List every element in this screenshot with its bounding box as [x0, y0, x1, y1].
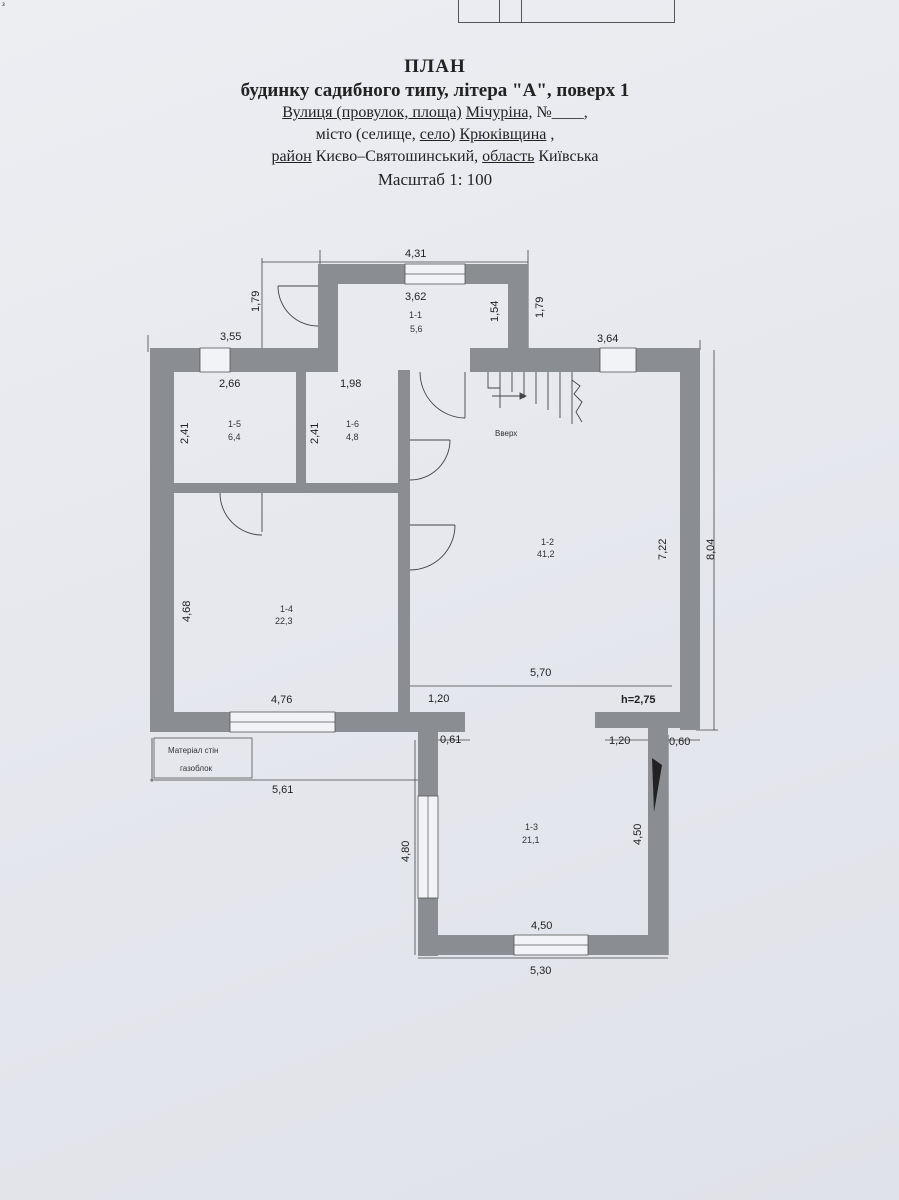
room-1-3-area: 21,1	[522, 835, 540, 845]
dim-offset-left: 0,61	[440, 734, 461, 746]
dim-hall-height: 7,22	[657, 539, 669, 560]
plan-subtitle: будинку садибного типу, літера "А", пове…	[240, 80, 630, 101]
dim-porch-top-outer: 4,31	[405, 248, 426, 260]
room-1-6-area: 4,8	[346, 432, 359, 442]
dim-gap-left: 1,20	[428, 693, 449, 705]
dim-room6-height: 2,41	[309, 423, 321, 444]
room-1-1-area: 5,6	[410, 324, 423, 334]
dim-room3-outer-width: 5,30	[530, 965, 551, 977]
district-label: район	[271, 148, 312, 165]
room-1-1-id: 1-1	[409, 310, 422, 320]
room-1-2-area: 41,2	[537, 549, 555, 559]
district-line: район Києво–Святошинський, область Київс…	[150, 146, 720, 168]
walls	[150, 264, 700, 956]
city-label-village: село)	[419, 126, 456, 143]
dim-hall-width: 5,70	[530, 667, 551, 679]
street-label: Вулиця (провулок, площа)	[282, 104, 462, 121]
dim-room3-inner-width: 4,50	[531, 920, 552, 932]
entry-marker	[652, 758, 662, 812]
legend-line-1: Матеріал стін	[168, 746, 218, 755]
city-line: місто (селище, село) Крюківщина ,	[315, 126, 555, 143]
title-block-corner	[458, 0, 675, 23]
dimension-labels: 4,31 3,62 1,79 1,79 1,54 3,55 3,64 2,66 …	[179, 248, 717, 977]
street-line: Вулиця (провулок, площа) Мічуріна, №____…	[282, 104, 588, 121]
dim-bottom-left-total: 5,61	[272, 784, 293, 796]
dim-left-top: 3,55	[220, 331, 241, 343]
dim-offset-right-b: 0,60	[669, 736, 690, 748]
room-1-4-area: 22,3	[275, 616, 293, 626]
window-glazing	[230, 273, 588, 946]
dim-room5-height: 2,41	[179, 423, 191, 444]
dim-porch-left-height: 1,79	[250, 291, 262, 312]
street-value: Мічуріна,	[465, 104, 533, 121]
dim-porch-inner-height: 1,54	[489, 301, 501, 322]
room-1-3-id: 1-3	[525, 822, 538, 832]
dim-porch-top-inner: 3,62	[405, 291, 426, 303]
dim-room3-right-height: 4,50	[632, 824, 644, 845]
district-value: Києво–Святошинський,	[315, 148, 479, 165]
stairs-label: Вверх	[495, 429, 517, 438]
dim-room4-width: 4,76	[271, 694, 292, 706]
room-1-5-area: 6,4	[228, 432, 241, 442]
corner-mark: з	[2, 2, 5, 8]
oblast-label: область	[482, 148, 535, 165]
plan-heading: ПЛАН будинку садибного типу, літера "А",…	[150, 56, 720, 190]
city-value: Крюківщина	[459, 126, 547, 143]
dim-offset-right-a: 1,20	[609, 735, 630, 747]
number-blank: ____	[551, 104, 584, 121]
doors	[219, 285, 466, 571]
room-1-4-id: 1-4	[280, 604, 293, 614]
plan-scale: Масштаб 1: 100	[377, 170, 493, 189]
ceiling-height: h=2,75	[621, 694, 656, 706]
dim-room6-width: 1,98	[340, 378, 361, 390]
room-1-5-id: 1-5	[228, 419, 241, 429]
number-label: №	[536, 104, 552, 121]
room-1-2-id: 1-2	[541, 537, 554, 547]
stairs	[487, 372, 583, 424]
dim-right-top: 3,64	[597, 333, 618, 345]
dim-room5-width: 2,66	[219, 378, 240, 390]
dim-room3-left-height: 4,80	[400, 841, 412, 862]
room-labels: 1-1 5,6 1-2 41,2 1-3 21,1 1-4 22,3 1-5 6…	[228, 310, 555, 845]
dim-total-height: 8,04	[705, 539, 717, 560]
oblast-value: Київська	[538, 148, 599, 165]
room-1-6-id: 1-6	[346, 419, 359, 429]
dim-porch-right-height: 1,79	[534, 297, 546, 318]
plan-title: ПЛАН	[404, 56, 466, 77]
city-label: місто (селище,	[315, 126, 416, 143]
legend-box	[153, 737, 253, 779]
legend-line-2: газоблок	[180, 764, 213, 773]
dim-room4-height: 4,68	[181, 601, 193, 622]
